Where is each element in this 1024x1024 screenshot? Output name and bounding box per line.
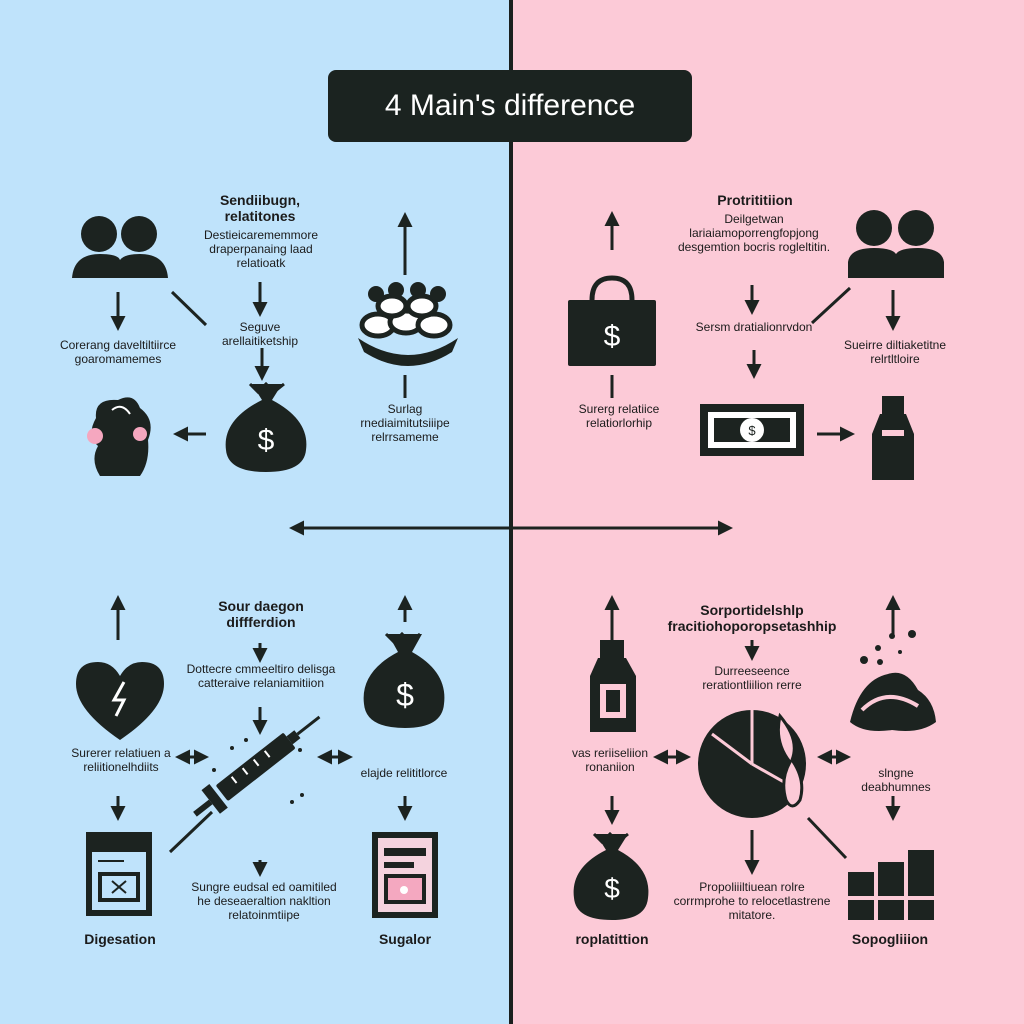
connector-line — [170, 290, 208, 327]
side-label: Surerg relatiice relatiorlorhip — [578, 402, 660, 430]
side-label: elajde relititlorce — [360, 766, 448, 780]
syringe-icon — [193, 715, 321, 817]
side-label: slngne deabhumnes — [861, 766, 931, 794]
money-bag-icon: $ — [363, 631, 445, 728]
pie-chart-icon — [698, 710, 806, 818]
mountain-icon — [850, 630, 936, 731]
money-bag-icon: $ — [573, 831, 649, 920]
quadrant-heading: Sour daegon diffferdion — [218, 598, 304, 630]
svg-text:$: $ — [604, 873, 620, 904]
quadrant-heading: Sendiibugn, relatitones — [219, 192, 301, 224]
connector-line — [806, 816, 848, 860]
quadrant-description: Destieicarememmore draperpanaing laad re… — [203, 228, 319, 270]
quadrant-description: Dottecre cmmeeltiro delisga catteraive r… — [186, 662, 336, 690]
item-label: roplatittion — [575, 931, 649, 947]
bottle-icon — [872, 396, 914, 480]
svg-text:$: $ — [748, 423, 756, 438]
side-label: Corerang daveltiltiirce goaromamemes — [59, 338, 177, 366]
side-label: vas reriiseliion ronaniion — [571, 746, 649, 774]
document-icon — [86, 832, 152, 916]
center-divider — [509, 0, 513, 1024]
center-label: Propoliiiltiuean rolre corrmprohe to rel… — [673, 880, 831, 922]
page-title: 4 Main's difference — [384, 89, 636, 122]
item-label: Sopogliiion — [851, 931, 929, 947]
shopping-bag-icon: $ — [568, 275, 656, 366]
center-label: Sersm dratialionrvdon — [695, 320, 813, 334]
side-label: Sueirre diltiaketitne relrtltloire — [843, 338, 947, 366]
quadrant-heading: Sorportidelshlp fracitiohoporopsetashhip — [667, 602, 837, 634]
quadrant-description: Deilgetwan lariaiamoporrengfopjong desge… — [677, 212, 831, 254]
quadrant-description: Durreeseence rerationtliilion rerre — [702, 664, 802, 692]
center-label: Seguve arellaitiketship — [221, 320, 299, 348]
banknote-icon: $ — [700, 404, 804, 456]
bottle-icon — [590, 640, 636, 732]
connector-line — [810, 286, 852, 325]
display-icon — [372, 832, 438, 918]
connector-line — [168, 810, 214, 854]
center-label: Sungre eudsal ed oamitiled he deseaeralt… — [191, 880, 337, 922]
character-icon — [87, 397, 151, 476]
item-label: Digesation — [84, 931, 156, 947]
connector-arrows — [110, 211, 901, 877]
item-label: Sugalor — [378, 931, 432, 947]
svg-text:$: $ — [396, 677, 414, 713]
title-banner: 4 Main's difference — [328, 70, 692, 142]
side-label: Surerer relatiuen a reliitionelhdiits — [71, 746, 171, 774]
money-bag-icon: $ — [225, 381, 307, 472]
svg-text:$: $ — [258, 424, 275, 457]
side-label: Surlag rnediaimitutsiiipe relrrsameme — [360, 402, 450, 444]
people-icon — [848, 210, 944, 278]
food-bowl-icon — [358, 282, 458, 366]
heart-icon — [76, 662, 164, 740]
bar-blocks-icon — [848, 850, 934, 920]
right-panel-background — [513, 0, 1024, 1024]
svg-text:$: $ — [604, 320, 621, 353]
people-icon — [72, 216, 168, 278]
quadrant-heading: Protrititiion — [717, 192, 793, 208]
